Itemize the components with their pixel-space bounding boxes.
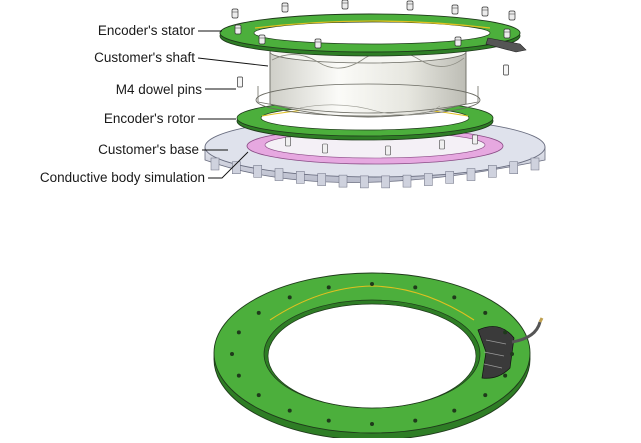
base-notch bbox=[530, 157, 540, 171]
mounting-hole-icon bbox=[452, 408, 457, 413]
base-pin-icon bbox=[322, 143, 328, 154]
base-notch bbox=[338, 174, 348, 188]
screw-icon bbox=[503, 28, 511, 39]
base-pin-icon bbox=[285, 136, 291, 147]
screw-icon bbox=[451, 4, 459, 15]
ring-sensor-head bbox=[477, 326, 515, 379]
base-notch bbox=[466, 168, 476, 181]
mounting-hole-icon bbox=[230, 352, 234, 356]
mounting-hole-icon bbox=[483, 393, 488, 398]
screw-icon bbox=[231, 8, 239, 19]
dowel-pin-icon bbox=[237, 76, 243, 88]
mounting-hole-icon bbox=[503, 330, 508, 335]
screw-icon bbox=[454, 36, 462, 47]
ring-cable bbox=[511, 321, 542, 344]
assembled-encoder-ring bbox=[213, 272, 544, 441]
base-notch bbox=[210, 157, 220, 171]
label-customer-base: Customer's base bbox=[98, 142, 199, 157]
base-pin-icon bbox=[472, 134, 478, 145]
ring-bore bbox=[267, 303, 477, 409]
label-conductive-body: Conductive body simulation bbox=[39, 170, 205, 185]
shaft-lower-ring bbox=[257, 86, 479, 114]
base-dowel-pins bbox=[285, 134, 478, 156]
base-notch bbox=[253, 165, 262, 178]
ring-cable-tip bbox=[538, 317, 544, 323]
mounting-hole-icon bbox=[287, 295, 292, 300]
base-pin-icon bbox=[439, 139, 445, 150]
mounting-hole-icon bbox=[483, 310, 488, 315]
mounting-hole-icon bbox=[503, 373, 508, 378]
mounting-hole-icon bbox=[287, 408, 292, 413]
label-m4-dowel-pins: M4 dowel pins bbox=[115, 82, 202, 97]
mounting-hole-icon bbox=[413, 285, 418, 290]
shaft-shadow bbox=[299, 104, 441, 116]
screw-icon bbox=[281, 2, 289, 13]
shaft-flange bbox=[255, 83, 481, 117]
screw-icon bbox=[508, 10, 516, 21]
mounting-hole-icon bbox=[326, 285, 331, 290]
screw-icon bbox=[314, 38, 322, 49]
leader-lines bbox=[197, 30, 269, 179]
base-notch bbox=[274, 168, 284, 181]
screw-icon bbox=[258, 34, 266, 45]
mounting-hole-icon bbox=[413, 418, 418, 423]
base-notch bbox=[402, 174, 412, 188]
base-notch bbox=[424, 173, 433, 186]
leader-shaft bbox=[197, 57, 269, 67]
mounting-hole-icon bbox=[256, 393, 261, 398]
base-notch bbox=[317, 173, 326, 186]
dowel-pin-icon bbox=[503, 64, 509, 76]
mounting-hole-icon bbox=[256, 310, 261, 315]
mounting-hole-icon bbox=[370, 282, 374, 286]
label-encoder-stator: Encoder's stator bbox=[97, 23, 195, 38]
mounting-hole-icon bbox=[236, 330, 241, 335]
mounting-hole-icon bbox=[236, 373, 241, 378]
m4-dowel-pins bbox=[237, 64, 509, 88]
label-encoder-rotor: Encoder's rotor bbox=[103, 111, 195, 126]
ring-mounting-holes bbox=[230, 282, 514, 426]
mounting-hole-icon bbox=[370, 422, 374, 426]
mounting-hole-icon bbox=[326, 418, 331, 423]
base-notch bbox=[381, 175, 390, 189]
screw-icon bbox=[341, 0, 349, 10]
screw-icon bbox=[406, 0, 414, 11]
shaft-wave-cut bbox=[271, 50, 465, 69]
base-notch bbox=[445, 171, 454, 184]
stator-screws bbox=[231, 0, 516, 49]
base-notch bbox=[360, 175, 369, 189]
base-notch bbox=[296, 171, 305, 184]
stator-bore bbox=[253, 21, 491, 45]
stator-connector bbox=[485, 37, 527, 53]
base-notch bbox=[509, 161, 518, 174]
base-notches bbox=[210, 157, 540, 189]
mounting-hole-icon bbox=[452, 295, 457, 300]
stator-gold-trace bbox=[254, 20, 491, 29]
encoder-stator bbox=[219, 0, 527, 57]
label-customer-shaft: Customer's shaft bbox=[94, 50, 195, 65]
leader-conductive bbox=[208, 151, 249, 179]
screw-icon bbox=[234, 24, 242, 35]
base-notch bbox=[488, 165, 497, 178]
base-pin-icon bbox=[385, 145, 391, 156]
mounting-hole-icon bbox=[510, 352, 514, 356]
screw-icon bbox=[481, 6, 489, 17]
